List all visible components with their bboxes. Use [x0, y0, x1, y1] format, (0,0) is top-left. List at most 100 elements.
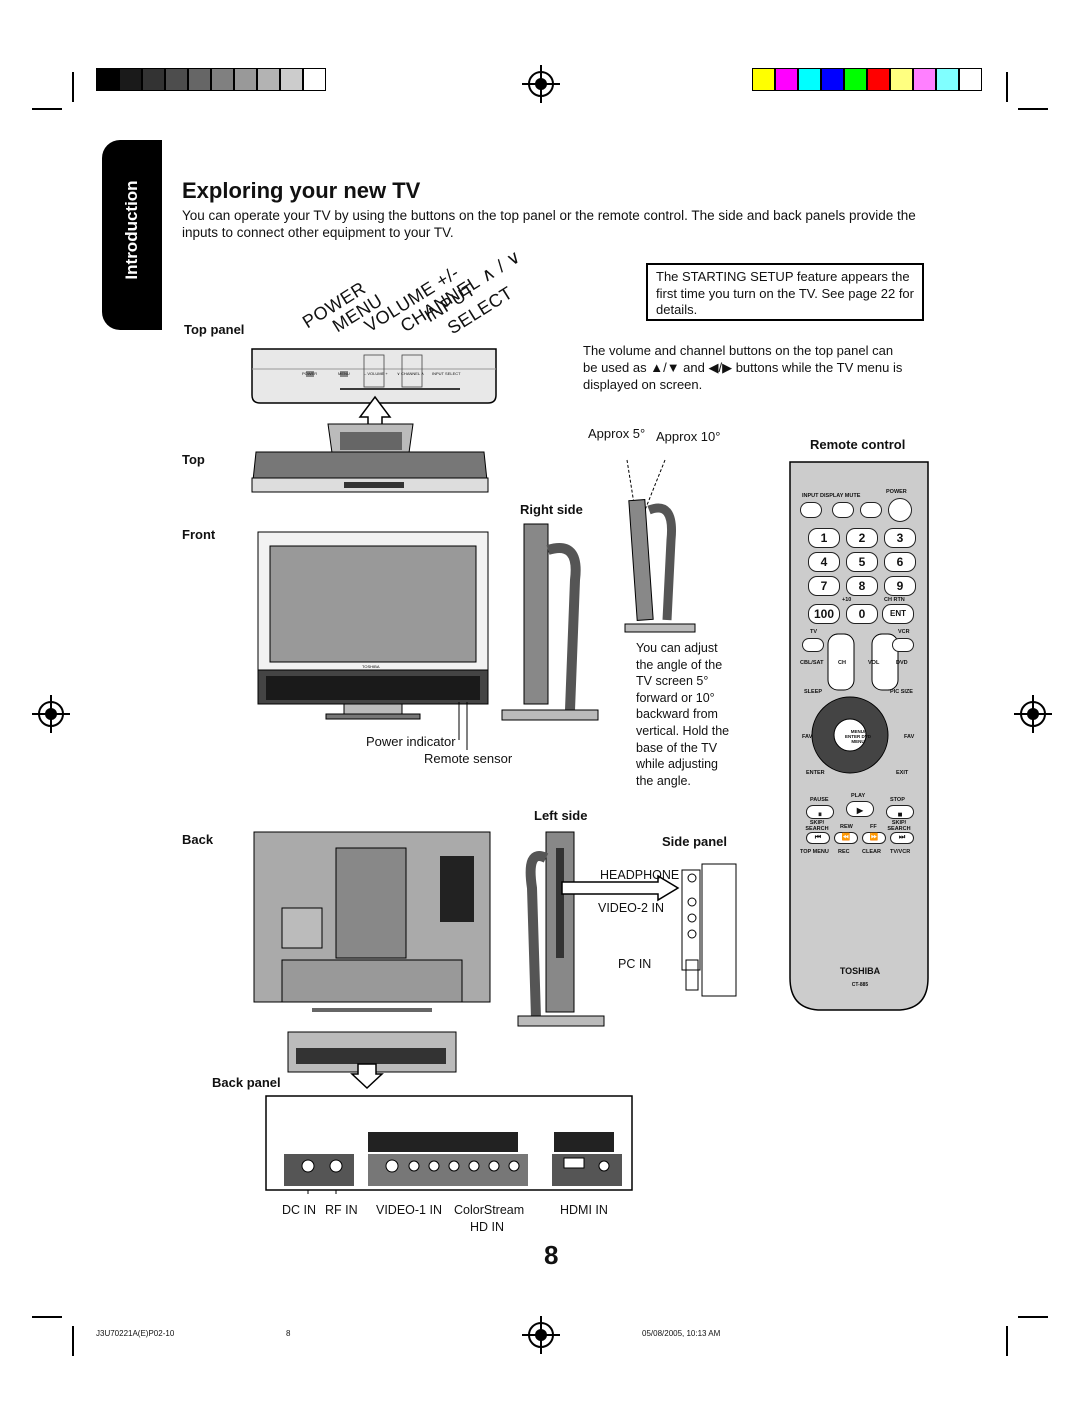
crop-mark: [1006, 1326, 1008, 1356]
video1-port-label: VIDEO-1 IN: [376, 1203, 442, 1217]
remote-rew-button[interactable]: ⏪: [834, 832, 858, 844]
remote-digit-8-button[interactable]: 8: [846, 576, 878, 596]
rfin-port-label: RF IN: [325, 1203, 358, 1217]
color-swatch: [890, 68, 913, 91]
approx5-label: Approx 5°: [588, 426, 646, 441]
remote-brand: TOSHIBA: [839, 966, 881, 976]
crop-mark: [1018, 1316, 1048, 1318]
arrow-down-icon: [350, 1063, 384, 1090]
remote-control-body: [789, 461, 929, 1011]
tv-back-view: [253, 831, 491, 1012]
page-number: 8: [544, 1240, 559, 1270]
remote-rec-label: REC: [838, 849, 850, 855]
remote-input-button[interactable]: [800, 502, 822, 518]
color-swatch: [234, 68, 257, 91]
registration-mark: [522, 1316, 560, 1354]
angle-note-line: TV screen 5°: [636, 674, 709, 689]
remote-power-button[interactable]: [888, 498, 912, 522]
remote-display-button[interactable]: [832, 502, 854, 518]
remote-ff-label: FF: [870, 824, 877, 830]
remote-digit-3-button[interactable]: 3: [884, 528, 916, 548]
remote-rew-label: REW: [840, 824, 853, 830]
starting-setup-callout: The STARTING SETUP feature appears the f…: [646, 263, 924, 321]
angle-note-line: the angle.: [636, 773, 691, 788]
footer-left: J3U70221A(E)P02-10: [96, 1329, 175, 1338]
remote-play-label: PLAY: [851, 793, 866, 799]
remote-digit-1-button[interactable]: 1: [808, 528, 840, 548]
back-panel-label: Back panel: [212, 1075, 281, 1090]
top-small-volume: – VOLUME +: [364, 371, 388, 376]
svg-text:TOSHIBA: TOSHIBA: [362, 664, 380, 669]
remote-fav-left-label: FAV: [802, 734, 813, 740]
remote-digit-4-button[interactable]: 4: [808, 552, 840, 572]
remote-clear-label: CLEAR: [862, 849, 881, 855]
top-small-channel: ∨ CHANNEL ∧: [397, 371, 425, 376]
color-swatch: [798, 68, 821, 91]
remote-100-button[interactable]: 100: [808, 604, 840, 624]
remote-digit-6-button[interactable]: 6: [884, 552, 916, 572]
crop-mark: [32, 108, 62, 110]
hdin-port-label: HD IN: [470, 1220, 505, 1234]
registration-mark: [32, 695, 70, 733]
remote-stop-label: STOP: [890, 797, 905, 803]
color-swatch: [142, 68, 165, 91]
color-swatch: [119, 68, 142, 91]
remote-0-button[interactable]: 0: [846, 604, 878, 624]
crop-mark: [72, 72, 74, 102]
top-small-power: POWER: [302, 371, 318, 376]
color-swatch: [821, 68, 844, 91]
crop-mark: [1006, 72, 1008, 102]
remote-ent-button[interactable]: ENT: [882, 604, 914, 624]
angle-note-line: You can adjust: [636, 641, 718, 655]
angle-note-line: while adjusting: [636, 757, 718, 772]
remote-digit-2-button[interactable]: 2: [846, 528, 878, 548]
angle-note-line: forward or 10°: [636, 690, 715, 705]
arrow-right-icon: [561, 874, 680, 902]
remote-vcr-button[interactable]: [892, 638, 914, 652]
remote-skip-back-button[interactable]: ⏮: [806, 832, 830, 844]
tv-left-side-view: [517, 831, 605, 1027]
remote-enter-label: ENTER: [806, 770, 825, 776]
tv-tilt-view: [624, 459, 696, 633]
color-swatch: [188, 68, 211, 91]
color-swatch: [844, 68, 867, 91]
side-panel-label: Side panel: [662, 834, 728, 849]
remote-pause-button[interactable]: ⏸: [806, 805, 834, 819]
remote-stop-button[interactable]: ■: [886, 805, 914, 819]
remote-sensor-label: Remote sensor: [424, 751, 513, 766]
remote-top-labels: INPUT DISPLAY MUTE: [802, 493, 861, 499]
section-tab-label: Introduction: [122, 180, 141, 280]
remote-tv-button[interactable]: [802, 638, 824, 652]
color-swatch: [280, 68, 303, 91]
remote-dvd-label: DVD: [896, 660, 908, 666]
remote-play-button[interactable]: ▶: [846, 801, 874, 817]
indicator-leader-lines: [458, 702, 468, 750]
color-swatch: [303, 68, 326, 91]
back-label: Back: [182, 832, 214, 847]
remote-ff-button[interactable]: ⏩: [862, 832, 886, 844]
remote-pause-label: PAUSE: [810, 797, 829, 803]
remote-digit-9-button[interactable]: 9: [884, 576, 916, 596]
remote-skip-fwd-button[interactable]: ⏭: [890, 832, 914, 844]
registration-mark: [522, 65, 560, 103]
crop-mark: [32, 1316, 62, 1318]
remote-ch-label: CH: [838, 660, 846, 666]
color-swatch: [913, 68, 936, 91]
top-label: Top: [182, 452, 205, 467]
angle-note-line: base of the TV: [636, 740, 718, 755]
remote-digit-5-button[interactable]: 5: [846, 552, 878, 572]
remote-menu-label: MENU/ ENTER DVD MENU: [844, 729, 871, 744]
tv-right-side-view: [501, 523, 599, 721]
remote-vol-label: VOL: [868, 660, 880, 666]
angle-note-line: the angle of the: [636, 657, 723, 672]
remote-fav-right-label: FAV: [904, 734, 915, 740]
color-swatch: [752, 68, 775, 91]
top-small-menu: MENU: [338, 371, 350, 376]
remote-mute-button[interactable]: [860, 502, 882, 518]
remote-cblsat-label: CBL/SAT: [800, 660, 824, 666]
back-panel-illustration: [265, 1095, 633, 1194]
angle-note-line: backward from: [636, 707, 718, 722]
remote-tvvcr-label: TV/VCR: [890, 849, 911, 855]
remote-digit-7-button[interactable]: 7: [808, 576, 840, 596]
tv-front-view: TOSHIBA: [257, 531, 489, 720]
